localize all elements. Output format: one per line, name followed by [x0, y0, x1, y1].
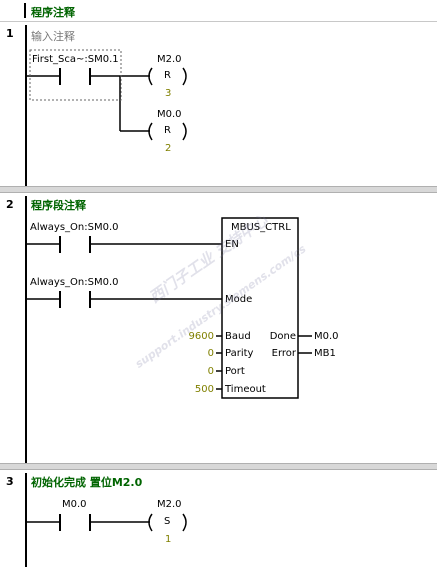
- power-rail-network-2: [25, 196, 27, 464]
- network-2-comment[interactable]: 程序段注释: [31, 199, 86, 212]
- pin-timeout: Timeout: [225, 384, 266, 395]
- power-rail-network-3: [25, 473, 27, 567]
- network-divider: [0, 463, 437, 470]
- coil-op: S: [164, 516, 171, 527]
- pin-done: Done: [269, 331, 296, 342]
- coil-address: M0.0: [157, 109, 182, 120]
- network-divider: [0, 186, 437, 193]
- network-3-comment[interactable]: 初始化完成 置位M2.0: [31, 476, 143, 489]
- baud-value[interactable]: 9600: [188, 331, 214, 342]
- block-name: MBUS_CTRL: [231, 222, 291, 233]
- port-value[interactable]: 0: [207, 366, 214, 377]
- contact-label: Always_On:SM0.0: [30, 222, 119, 233]
- pin-error: Error: [271, 348, 296, 359]
- program-comment-bar[interactable]: 程序注释: [0, 0, 437, 22]
- pin-parity: Parity: [225, 348, 254, 359]
- error-output[interactable]: MB1: [314, 348, 336, 359]
- timeout-value[interactable]: 500: [194, 384, 214, 395]
- coil-count: 1: [165, 534, 172, 545]
- network-number-2[interactable]: 2: [6, 198, 14, 211]
- parity-value[interactable]: 0: [207, 348, 214, 359]
- contact-label: M0.0: [62, 499, 87, 510]
- coil-count: 2: [165, 143, 172, 154]
- network-number-1[interactable]: 1: [6, 27, 14, 40]
- coil-op: R: [164, 125, 171, 136]
- network-number-3[interactable]: 3: [6, 475, 14, 488]
- network-1-comment[interactable]: 输入注释: [31, 30, 75, 43]
- coil-op: R: [164, 70, 171, 81]
- power-rail-network-1: [25, 25, 27, 187]
- contact-label: Always_On:SM0.0: [30, 277, 119, 288]
- coil-address: M2.0: [157, 54, 182, 65]
- pin-en: EN: [225, 239, 239, 250]
- pin-port: Port: [225, 366, 245, 377]
- coil-count: 3: [165, 88, 172, 99]
- gutter-marker: [24, 3, 26, 18]
- done-output[interactable]: M0.0: [314, 331, 339, 342]
- contact-label: First_Sca~:SM0.1: [32, 54, 119, 65]
- coil-address: M2.0: [157, 499, 182, 510]
- pin-baud: Baud: [225, 331, 251, 342]
- program-comment: 程序注释: [31, 6, 75, 19]
- pin-mode: Mode: [225, 294, 253, 305]
